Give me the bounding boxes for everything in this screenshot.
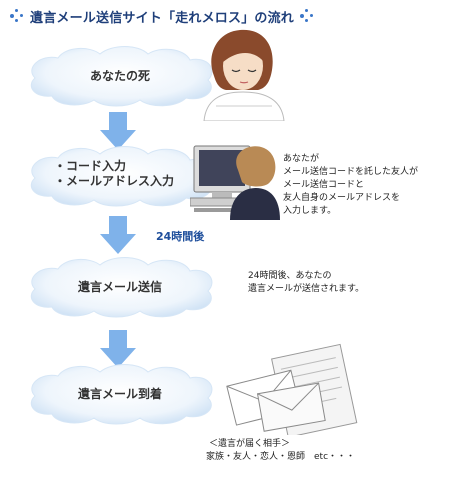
delay-label: 24時間後 bbox=[156, 230, 205, 243]
friend-at-computer-icon bbox=[190, 145, 280, 220]
step4-note: ＜遺言が届く相手＞ 家族・友人・恋人・恩師 etc・・・ bbox=[206, 438, 355, 464]
note-line: 遺言メールが送信されます。 bbox=[248, 284, 365, 294]
mail-letters-icon bbox=[226, 343, 358, 435]
note-line: ＜遺言が届く相手＞ bbox=[209, 439, 291, 449]
step-label-death: あなたの死 bbox=[89, 68, 150, 83]
note-line: 家族・友人・恋人・恩師 etc・・・ bbox=[206, 452, 356, 462]
step-box-code-input: ・コード入力 ・メールアドレス入力 bbox=[20, 140, 220, 210]
note-line: 24時間後、あなたの bbox=[248, 271, 332, 281]
step2-note: あなたが メール送信コードを託した友人が メール送信コードと 友人自身のメールア… bbox=[283, 153, 418, 218]
step-box-send: 遺言メール送信 bbox=[20, 251, 220, 321]
note-line: メール送信コードを託した友人が bbox=[283, 167, 419, 177]
step-box-death: あなたの死 bbox=[20, 40, 220, 110]
step-box-arrive: 遺言メール到着 bbox=[20, 358, 220, 428]
step-label-send: 遺言メール送信 bbox=[77, 279, 162, 294]
step3-note: 24時間後、あなたの 遺言メールが送信されます。 bbox=[248, 270, 364, 296]
step-label-line: ・コード入力 bbox=[54, 159, 127, 173]
step-label-code-input: ・コード入力 ・メールアドレス入力 bbox=[20, 140, 220, 210]
step-label-arrive: 遺言メール到着 bbox=[77, 386, 162, 401]
down-arrow-icon bbox=[100, 112, 136, 150]
down-arrow-icon bbox=[100, 330, 136, 368]
bullet-dots-icon bbox=[10, 9, 24, 23]
down-arrow-icon bbox=[100, 216, 136, 254]
step-label-line: ・メールアドレス入力 bbox=[54, 174, 175, 188]
bullet-dots-icon bbox=[300, 9, 314, 23]
page-title: 遺言メール送信サイト「走れメロス」の流れ bbox=[30, 10, 295, 26]
page-title-bar: 遺言メール送信サイト「走れメロス」の流れ bbox=[10, 6, 314, 26]
note-line: 入力します。 bbox=[283, 206, 337, 216]
note-line: メール送信コードと bbox=[283, 180, 365, 190]
note-line: 友人自身のメールアドレスを bbox=[283, 193, 401, 203]
deceased-person-icon bbox=[203, 29, 285, 121]
note-line: あなたが bbox=[283, 154, 320, 164]
